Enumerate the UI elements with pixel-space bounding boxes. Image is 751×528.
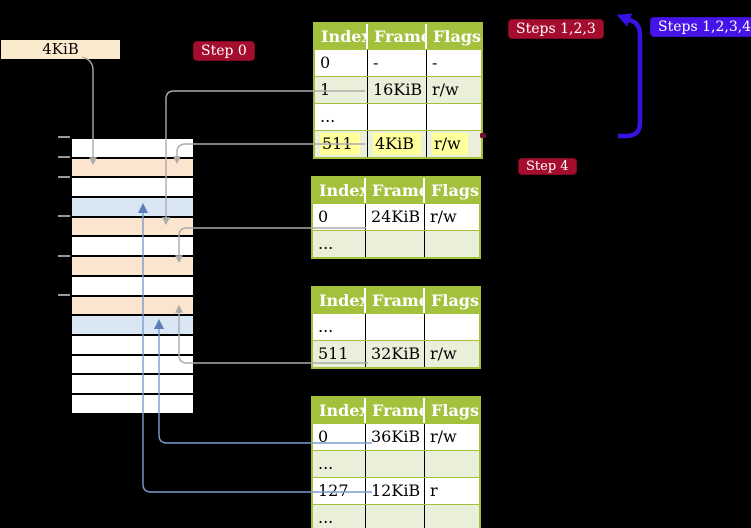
page-table-3-row-0-cell-2 xyxy=(425,314,479,340)
memory-frame-row-0 xyxy=(72,139,193,159)
address-tick-1 xyxy=(58,156,70,158)
memory-frame-row-13 xyxy=(72,394,193,413)
page-table-2-row-0-cell-0: 0 xyxy=(313,204,366,230)
badge-steps-1234: Steps 1,2,3,4 xyxy=(650,17,751,37)
memory-frame-row-5 xyxy=(72,237,193,258)
page-table-3-row-1-cell-1: 32KiB xyxy=(366,341,425,367)
page-table-2-header-index: Index xyxy=(313,178,366,203)
page-table-3-header-frame: Frame xyxy=(366,288,425,313)
page-table-4-row-0-cell-2: r/w xyxy=(430,427,457,446)
page-table-2-row-1-cell-1 xyxy=(366,231,425,257)
badge-step4: Step 4 xyxy=(518,158,577,175)
physical-memory-stack xyxy=(70,137,195,415)
highlighted-value: 511 xyxy=(320,133,360,155)
page-table-3-row-0: ... xyxy=(313,313,479,340)
page-table-3-header-index: Index xyxy=(313,288,366,313)
page-table-4-row-3-cell-0: ... xyxy=(313,505,366,528)
page-table-4-row-3-cell-1 xyxy=(366,505,425,528)
page-table-1-row-2: ... xyxy=(315,103,481,130)
badge-step0: Step 0 xyxy=(193,41,255,61)
memory-frame-row-9 xyxy=(72,316,193,336)
memory-frame-row-2 xyxy=(72,178,193,199)
page-table-2-row-1-cell-2 xyxy=(425,231,479,257)
page-table-1-row-3-cell-2: r/w xyxy=(427,131,481,157)
page-table-1-row-2-cell-1 xyxy=(368,104,427,130)
page-table-1-row-0: 0-- xyxy=(315,49,481,76)
page-table-4-row-1: ... xyxy=(313,450,479,477)
page-table-1-row-3: 511 4KiB r/w xyxy=(315,130,481,157)
page-table-3-row-0-cell-1 xyxy=(366,314,425,340)
memory-frame-row-3 xyxy=(72,198,193,218)
page-table-3-row-1-cell-0: 511 xyxy=(313,341,366,367)
page-table-4-row-2-cell-2: r xyxy=(430,481,438,500)
page-table-2-row-0-cell-1: 24KiB xyxy=(366,204,425,230)
memory-frame-row-4 xyxy=(72,217,193,238)
highlighted-value: r/w xyxy=(432,133,468,155)
page-table-4-row-0-cell-0: 0 xyxy=(313,424,366,450)
page-table-3-header-flags: Flags xyxy=(431,291,479,310)
page-table-4-row-1-cell-0: ... xyxy=(313,451,366,477)
page-table-4-row-2-cell-0: 127 xyxy=(313,478,366,504)
page-table-4-header-index: Index xyxy=(313,398,366,423)
memory-frame-row-1 xyxy=(72,158,193,179)
page-table-2-row-1: ... xyxy=(313,230,479,257)
badge-steps-123: Steps 1,2,3 xyxy=(508,19,604,39)
arrow-steps1234-loop xyxy=(616,13,643,139)
memory-frame-row-8 xyxy=(72,296,193,317)
memory-frame-row-11 xyxy=(72,355,193,376)
page-table-2-row-1-cell-0: ... xyxy=(313,231,366,257)
page-table-3-row-1-cell-2: r/w xyxy=(430,344,457,363)
page-table-1-header-flags: Flags xyxy=(433,27,481,46)
page-size-label: 4KiB xyxy=(1,40,120,59)
page-table-1-row-1-cell-2: r/w xyxy=(432,80,459,99)
memory-frame-row-10 xyxy=(72,335,193,356)
address-tick-0 xyxy=(58,136,70,138)
address-tick-4 xyxy=(58,255,70,257)
page-table-1-row-0-cell-1: - xyxy=(368,50,427,76)
memory-frame-row-7 xyxy=(72,276,193,297)
page-table-4-row-1-cell-1 xyxy=(366,451,425,477)
page-table-1-header-index: Index xyxy=(315,24,368,49)
page-table-1-header-frame: Frame xyxy=(368,24,427,49)
page-table-2-row-0-cell-2: r/w xyxy=(430,207,457,226)
page-table-4-row-2-cell-1: 12KiB xyxy=(366,478,425,504)
page-table-1-row-1-cell-0: 1 xyxy=(315,77,368,103)
page-table-4-row-0-cell-1: 36KiB xyxy=(366,424,425,450)
page-table-1-row-3-cell-1: 4KiB xyxy=(368,131,427,157)
address-tick-2 xyxy=(58,176,70,178)
page-table-1-row-3-cell-0: 511 xyxy=(315,131,368,157)
highlighted-value: 4KiB xyxy=(373,133,422,155)
page-table-3-row-0-cell-0: ... xyxy=(313,314,366,340)
address-tick-3 xyxy=(58,215,70,217)
page-table-2-header-flags: Flags xyxy=(431,181,479,200)
page-table-4-header-flags: Flags xyxy=(431,401,479,420)
memory-frame-row-12 xyxy=(72,375,193,395)
page-table-4-header-frame: Frame xyxy=(366,398,425,423)
memory-frame-row-6 xyxy=(72,257,193,277)
page-table-1-row-2-cell-2 xyxy=(427,104,481,130)
page-table-1-row-1-cell-1: 16KiB xyxy=(368,77,427,103)
page-table-1-row-0-cell-2: - xyxy=(432,53,438,72)
page-table-1-row-0-cell-0: 0 xyxy=(315,50,368,76)
page-table-1-row-2-cell-0: ... xyxy=(315,104,368,130)
page-table-4-row-1-cell-2 xyxy=(425,451,479,477)
page-table-2-header-frame: Frame xyxy=(366,178,425,203)
address-tick-5 xyxy=(58,294,70,296)
page-table-4-row-3: ... xyxy=(313,504,479,528)
page-table-4-row-3-cell-2 xyxy=(425,505,479,528)
